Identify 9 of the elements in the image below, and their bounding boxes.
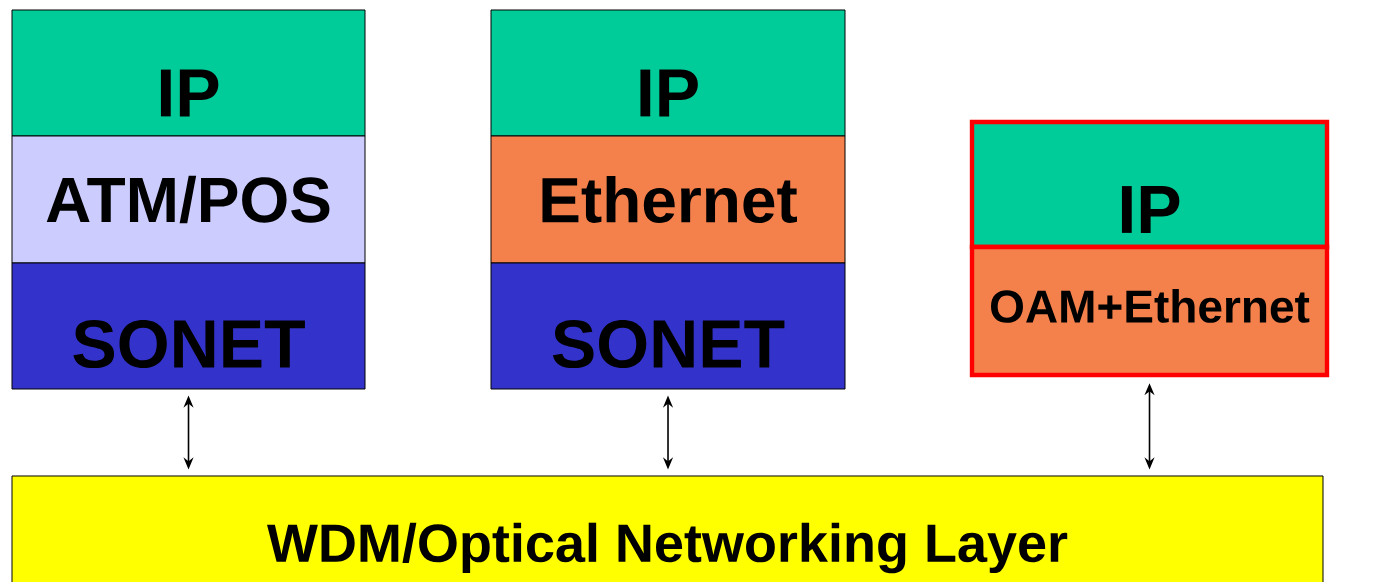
layer-box: IP bbox=[11, 9, 366, 137]
layer-box: Ethernet bbox=[490, 135, 846, 264]
layer-box: IP bbox=[490, 9, 846, 137]
layer-box: SONET bbox=[11, 262, 366, 390]
layer-box: IP bbox=[969, 119, 1330, 250]
layer-box: SONET bbox=[490, 262, 846, 390]
layer-box: ATM/POS bbox=[11, 135, 366, 264]
layer-band: WDM/Optical Networking Layer bbox=[11, 475, 1324, 582]
layer-box: OAM+Ethernet bbox=[969, 244, 1330, 378]
